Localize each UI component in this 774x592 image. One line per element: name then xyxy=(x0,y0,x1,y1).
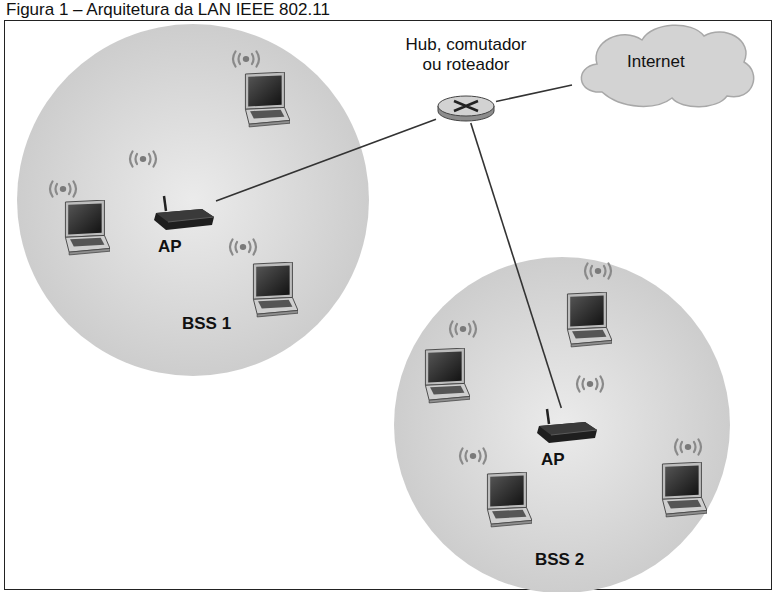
ap-shape xyxy=(535,408,599,444)
circle-label: BSS 1 xyxy=(182,314,231,334)
laptop-icon xyxy=(425,348,470,403)
wifi-symbol xyxy=(460,449,486,464)
hub-label: Hub, comutador ou roteador xyxy=(396,35,536,75)
wifi-symbol xyxy=(585,264,611,279)
ap-shape xyxy=(152,195,216,231)
laptop-icon xyxy=(65,200,110,255)
hub-router: Hub, comutador ou roteador xyxy=(436,93,496,123)
circle-label: BSS 2 xyxy=(535,550,584,570)
laptop-icon xyxy=(662,462,707,517)
laptop-icon xyxy=(253,262,298,317)
network-link xyxy=(471,123,562,408)
bss-circle: BSS 1 AP xyxy=(17,24,369,376)
bss-circle: BSS 2 AP xyxy=(394,257,730,592)
network-link xyxy=(496,85,572,101)
wifi-symbol xyxy=(577,377,603,392)
laptop-icon xyxy=(567,292,612,347)
access-point: AP xyxy=(152,195,216,231)
wifi-symbol xyxy=(675,440,701,455)
laptop-icon xyxy=(487,472,532,527)
wifi-symbol xyxy=(450,322,476,337)
cloud-label: Internet xyxy=(627,52,685,72)
wifi-symbol xyxy=(230,240,256,255)
ap-label: AP xyxy=(158,237,182,257)
ap-label: AP xyxy=(541,450,565,470)
access-point: AP xyxy=(535,408,599,444)
wifi-symbol xyxy=(130,152,156,167)
figure-title: Figura 1 – Arquitetura da LAN IEEE 802.1… xyxy=(6,0,330,19)
laptop-icon xyxy=(245,72,290,127)
wifi-symbol xyxy=(50,182,76,197)
network-link xyxy=(216,119,436,201)
internet-cloud: Internet xyxy=(572,22,757,108)
wifi-symbol xyxy=(233,52,259,67)
hub-shape xyxy=(436,93,496,123)
